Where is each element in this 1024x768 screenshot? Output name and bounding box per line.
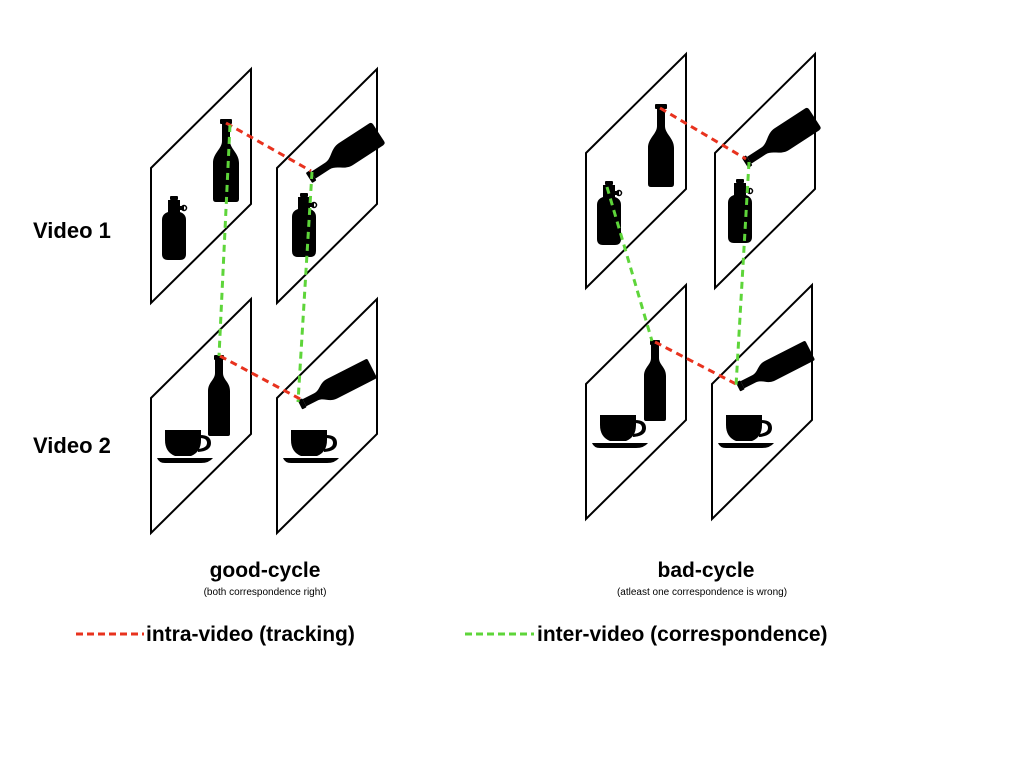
inter-legend-label: inter-video (correspondence): [537, 623, 828, 646]
bad-video1-frame-a: [585, 51, 687, 291]
good-cycle-subtitle: (both correspondence right): [204, 587, 327, 598]
intra-link: [659, 106, 747, 161]
good-video2-frame-b: [276, 296, 378, 536]
bad-cycle-title: bad-cycle: [658, 559, 755, 582]
bad-cycle-links: [605, 106, 751, 387]
bad-video1-frame-b: [714, 51, 822, 291]
intra-legend-label: intra-video (tracking): [146, 623, 355, 646]
bad-cycle-subtitle: (atleast one correspondence is wrong): [617, 587, 787, 598]
good-video1-frame-a: [150, 66, 252, 306]
inter-link: [605, 186, 654, 342]
bad-video2-frame-b: [711, 282, 816, 522]
good-cycle-title: good-cycle: [210, 559, 321, 582]
intra-link: [219, 354, 303, 402]
good-cycle-links: [217, 121, 314, 403]
intra-link: [225, 121, 312, 173]
inter-link: [734, 161, 751, 387]
good-video2-frame-a: [150, 296, 252, 536]
inter-link: [217, 124, 232, 357]
inter-link: [296, 171, 314, 403]
video2-label: Video 2: [33, 433, 111, 458]
intra-link: [654, 340, 737, 386]
bad-video2-frame-a: [585, 282, 687, 522]
video1-label: Video 1: [33, 218, 111, 243]
good-video1-frame-b: [276, 66, 386, 306]
legend: intra-video (tracking) inter-video (corr…: [76, 623, 828, 646]
